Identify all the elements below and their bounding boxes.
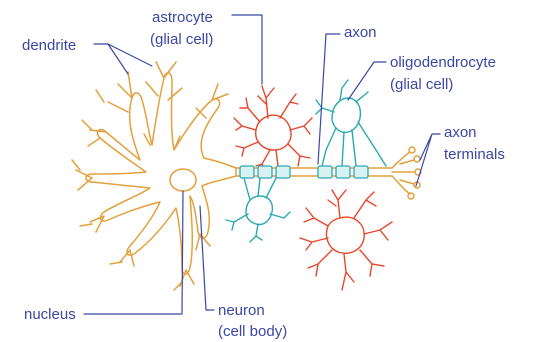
- myelin-segment: [318, 166, 332, 178]
- myelin-segment: [240, 166, 254, 178]
- oligodendrocyte-lower: [226, 178, 290, 242]
- astrocyte-bottom-body: [326, 217, 364, 253]
- myelin-segment: [276, 166, 290, 178]
- label-nucleus: nucleus: [24, 306, 76, 323]
- label-dendrite: dendrite: [22, 37, 76, 54]
- leader-astrocyte: [232, 15, 262, 84]
- astrocyte-bottom-processes: [300, 190, 392, 290]
- astrocyte-top: [234, 86, 312, 168]
- leader-axon-terminals: [416, 134, 440, 186]
- myelin-segment: [336, 166, 350, 178]
- leader-oligodendrocyte: [348, 62, 386, 100]
- axon-terminal-bouton: [409, 147, 415, 153]
- myelin-segment: [354, 166, 368, 178]
- nucleus-shape: [170, 169, 196, 191]
- oligodendrocyte-upper-body: [332, 98, 360, 132]
- oligodendrocyte-upper: [316, 80, 386, 166]
- astrocyte-bottom: [300, 190, 392, 290]
- label-astrocyte: astrocyte: [152, 9, 213, 26]
- leader-dendrite: [94, 44, 152, 74]
- label-neuron: neuron: [218, 302, 265, 319]
- label-oligodendrocyte: oligodendrocyte: [390, 54, 496, 71]
- label-axon-terminals-sub: terminals: [444, 146, 505, 163]
- axon-terminal-bouton: [408, 193, 414, 199]
- label-oligodendrocyte-sub: (glial cell): [390, 76, 453, 93]
- astrocyte-top-body: [256, 115, 291, 150]
- oligodendrocyte-upper-processes: [316, 80, 386, 166]
- astrocyte-top-processes: [234, 86, 312, 168]
- label-astrocyte-sub: (glial cell): [150, 31, 213, 48]
- myelin-segment: [258, 166, 272, 178]
- dendrite-branches: [72, 62, 228, 290]
- oligodendrocyte-lower-processes: [226, 178, 290, 242]
- label-axon-terminals: axon: [444, 124, 477, 141]
- label-axon: axon: [344, 24, 377, 41]
- axon-terminal-bouton: [414, 156, 420, 162]
- leader-neuron: [200, 206, 214, 310]
- label-neuron-sub: (cell body): [218, 323, 287, 340]
- axon-terminal-branches: [392, 152, 414, 194]
